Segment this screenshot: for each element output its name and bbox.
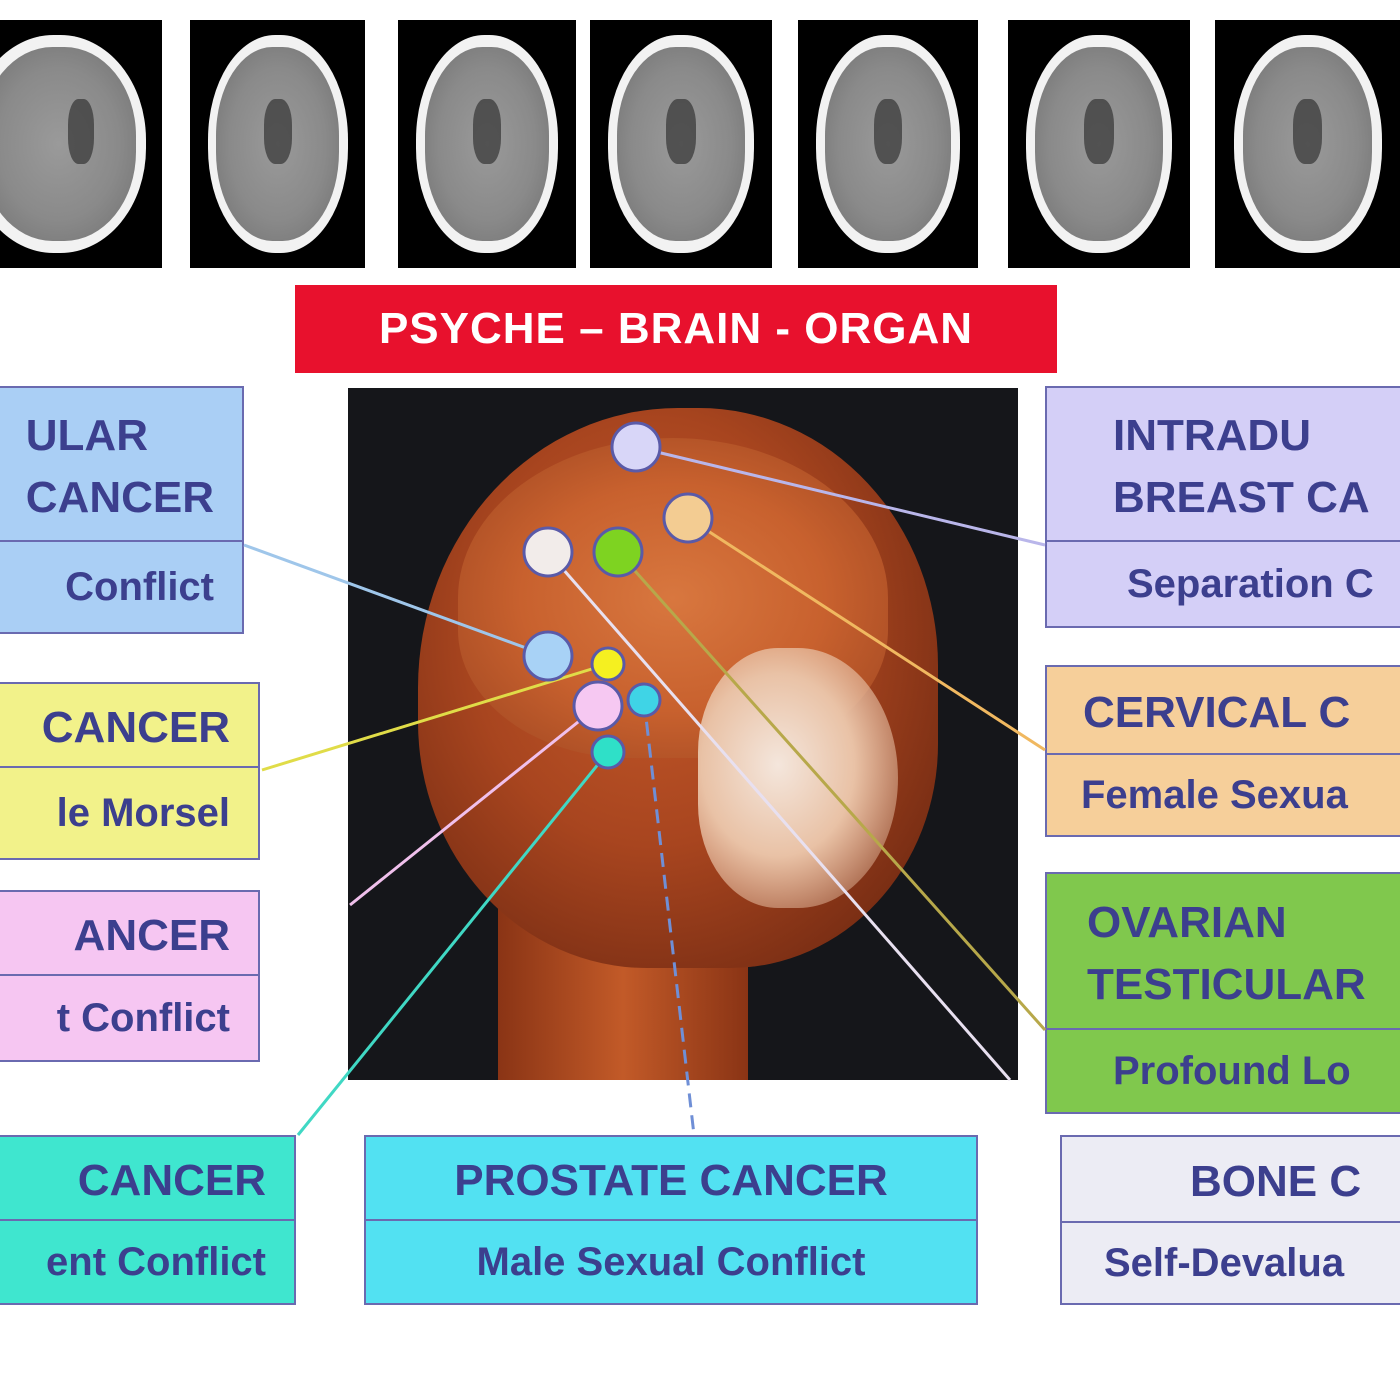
label-l3-heading: ANCER <box>73 910 230 960</box>
label-r4-sub: Self-Devalua <box>1062 1221 1400 1303</box>
label-r3-sub: Profound Lo <box>1047 1028 1400 1112</box>
label-box-r1: INTRADU BREAST CA Separation C <box>1045 386 1400 628</box>
diagram-title: PSYCHE – BRAIN - ORGAN <box>295 285 1057 373</box>
label-r3-heading: OVARIAN TESTICULAR <box>1087 897 1366 1009</box>
ct-scan-3 <box>398 20 576 268</box>
label-l3-sub: t Conflict <box>0 974 258 1060</box>
marker-orange <box>662 492 714 544</box>
ct-scan-7 <box>1215 20 1400 268</box>
label-r4-heading: BONE C <box>1190 1156 1362 1206</box>
label-l1-sub: Conflict <box>0 540 242 632</box>
ct-scan-6 <box>1008 20 1190 268</box>
head-mri-image <box>348 388 1018 1080</box>
connector-line-cervical <box>687 516 1046 752</box>
label-box-r3: OVARIAN TESTICULAR Profound Lo <box>1045 872 1400 1114</box>
ct-scan-4 <box>590 20 772 268</box>
marker-lavender <box>610 421 662 473</box>
marker-green <box>592 526 644 578</box>
label-l4-heading: CANCER <box>77 1155 266 1205</box>
marker-cyan <box>626 682 662 718</box>
label-box-l4: CANCER ent Conflict <box>0 1135 296 1305</box>
connector-line-l2 <box>261 662 609 772</box>
label-l2-sub: le Morsel <box>0 766 258 858</box>
label-l2-heading: CANCER <box>41 702 230 752</box>
ct-scan-1 <box>0 20 162 268</box>
label-l4-sub: ent Conflict <box>0 1219 294 1303</box>
connector-line-bone <box>546 551 1012 1081</box>
label-r1-sub: Separation C <box>1047 540 1400 626</box>
label-c1-heading: PROSTATE CANCER <box>454 1155 888 1205</box>
ct-scan-2 <box>190 20 365 268</box>
label-r2-heading: CERVICAL C <box>1083 687 1351 737</box>
label-box-l2: CANCER le Morsel <box>0 682 260 860</box>
connector-line-l3 <box>349 704 599 907</box>
label-l1-heading: ULAR CANCER <box>25 410 214 522</box>
connector-line-l4 <box>296 751 610 1136</box>
connector-line-prostate <box>642 699 696 1136</box>
label-box-r4: BONE C Self-Devalua <box>1060 1135 1400 1305</box>
ct-scan-5 <box>798 20 978 268</box>
connector-line-breast <box>635 445 1046 547</box>
label-box-l1: ULAR CANCER Conflict <box>0 386 244 634</box>
label-r2-sub: Female Sexua <box>1047 753 1400 835</box>
marker-teal <box>590 734 626 770</box>
connector-line-ovarian <box>616 551 1047 1031</box>
ct-scan-strip <box>0 0 1400 270</box>
marker-pink <box>572 680 624 732</box>
label-c1-sub: Male Sexual Conflict <box>366 1219 976 1303</box>
label-box-prostate: PROSTATE CANCER Male Sexual Conflict <box>364 1135 978 1305</box>
label-box-r2: CERVICAL C Female Sexua <box>1045 665 1400 837</box>
marker-blue <box>522 630 574 682</box>
label-r1-heading: INTRADU BREAST CA <box>1113 410 1370 522</box>
label-box-l3: ANCER t Conflict <box>0 890 260 1062</box>
connector-line-l1 <box>243 543 549 658</box>
marker-white <box>522 526 574 578</box>
marker-yellow <box>590 646 626 682</box>
